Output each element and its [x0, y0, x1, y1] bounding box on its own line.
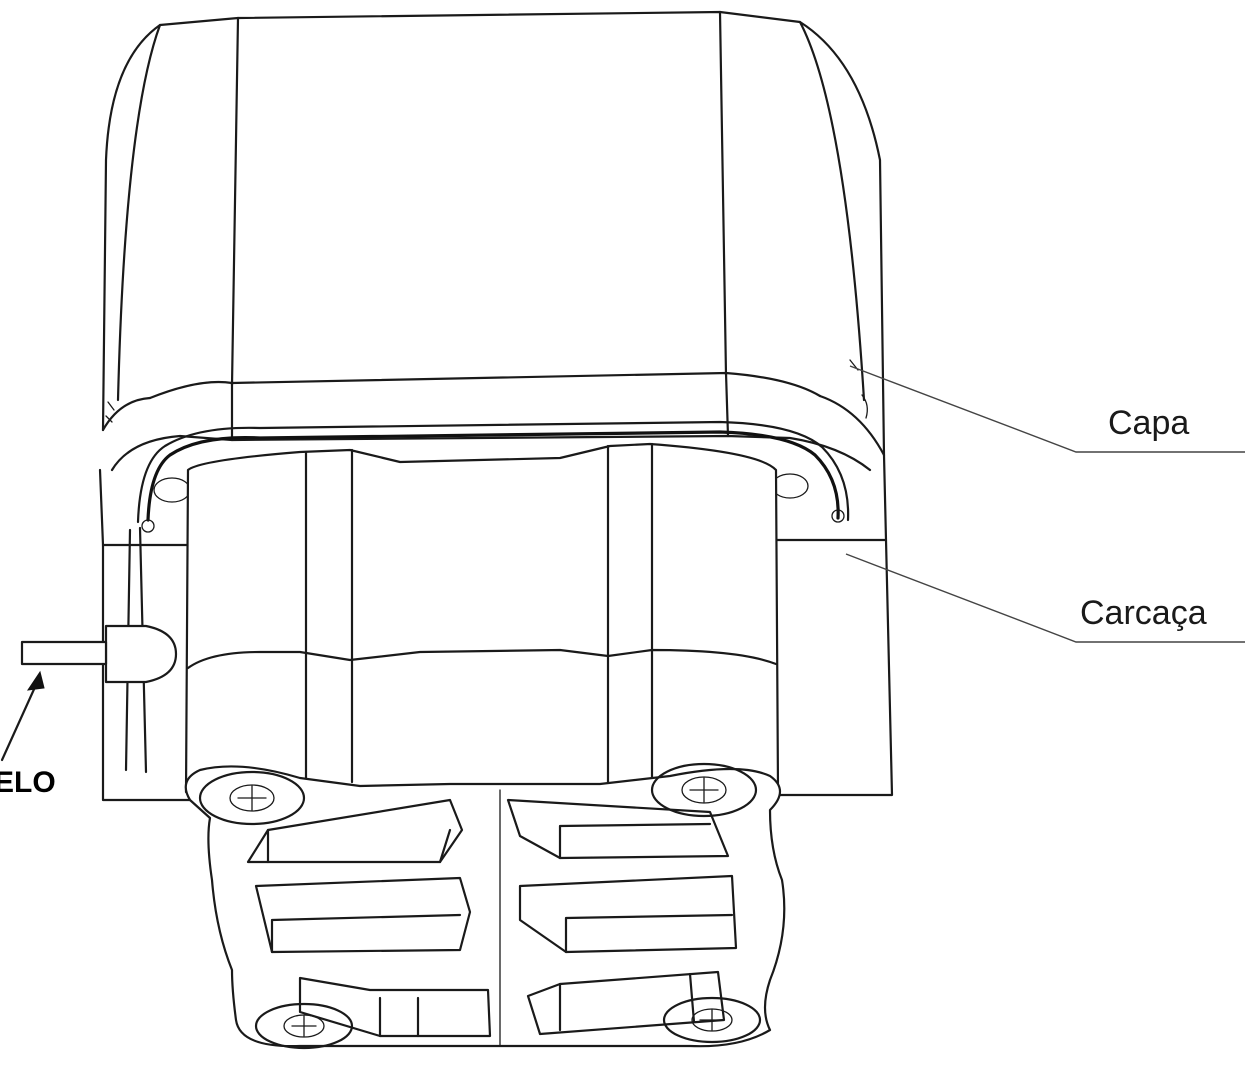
cover-capa	[101, 10, 886, 472]
bolt-head-top-right	[650, 762, 758, 818]
motor-base	[184, 762, 786, 1050]
bolt-head-top-left	[198, 770, 306, 826]
label-elo: ELO	[0, 766, 56, 799]
motor-body	[184, 442, 780, 794]
cable-gland	[104, 526, 178, 774]
leader-line-carcaca	[845, 553, 1245, 643]
label-capa: Capa	[1108, 404, 1189, 442]
leader-line-capa	[849, 365, 1245, 453]
elo-pointer	[0, 640, 108, 762]
cover-cable-loop	[136, 420, 850, 533]
label-carcaca: Carcaça	[1080, 594, 1207, 632]
bolt-head-bottom-left	[254, 1002, 354, 1050]
